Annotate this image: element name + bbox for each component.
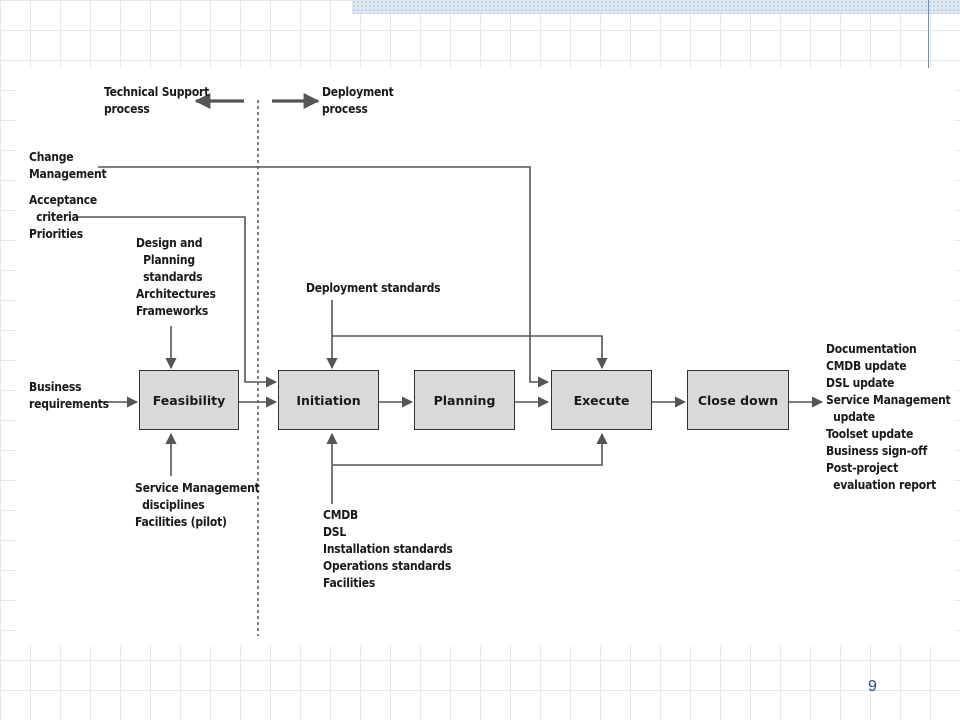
arrow-deployment-standards-to-execute <box>332 335 608 370</box>
stage-planning: Planning <box>414 370 515 430</box>
arrow-change-mgmt-to-execute <box>98 166 550 388</box>
arrow-acceptance-to-initiation <box>78 216 278 388</box>
design-standards-label: Design and Planning standards Architectu… <box>136 236 216 318</box>
service-management-label: Service Management disciplines Facilitie… <box>135 481 260 529</box>
acceptance-priorities-label: Acceptance criteria Priorities <box>29 193 98 241</box>
header-rule <box>928 0 929 84</box>
stage-initiation-label: Initiation <box>296 392 361 408</box>
cmdb-group-label: CMDB DSL Installation standards Operatio… <box>323 508 453 590</box>
page-number: 9 <box>868 678 877 695</box>
arrow-cmdb-to-execute <box>332 432 608 466</box>
stage-execute-label: Execute <box>573 392 630 408</box>
header-band <box>352 0 960 14</box>
technical-support-label: Technical Support process <box>104 85 210 116</box>
stage-planning-label: Planning <box>433 392 496 408</box>
stage-feasibility: Feasibility <box>139 370 239 430</box>
deployment-standards-label: Deployment standards <box>306 281 441 295</box>
outputs-label: Documentation CMDB update DSL update Ser… <box>826 342 951 492</box>
diagram-panel <box>16 68 954 646</box>
stage-execute: Execute <box>551 370 652 430</box>
stage-feasibility-label: Feasibility <box>152 392 226 408</box>
business-requirements-label: Business requirements <box>29 380 109 411</box>
change-management-label: Change Management <box>29 150 107 181</box>
deployment-process-label: Deployment process <box>322 85 394 116</box>
stage-initiation: Initiation <box>278 370 379 430</box>
stage-close-down-label: Close down <box>697 392 779 408</box>
stage-close-down: Close down <box>687 370 789 430</box>
